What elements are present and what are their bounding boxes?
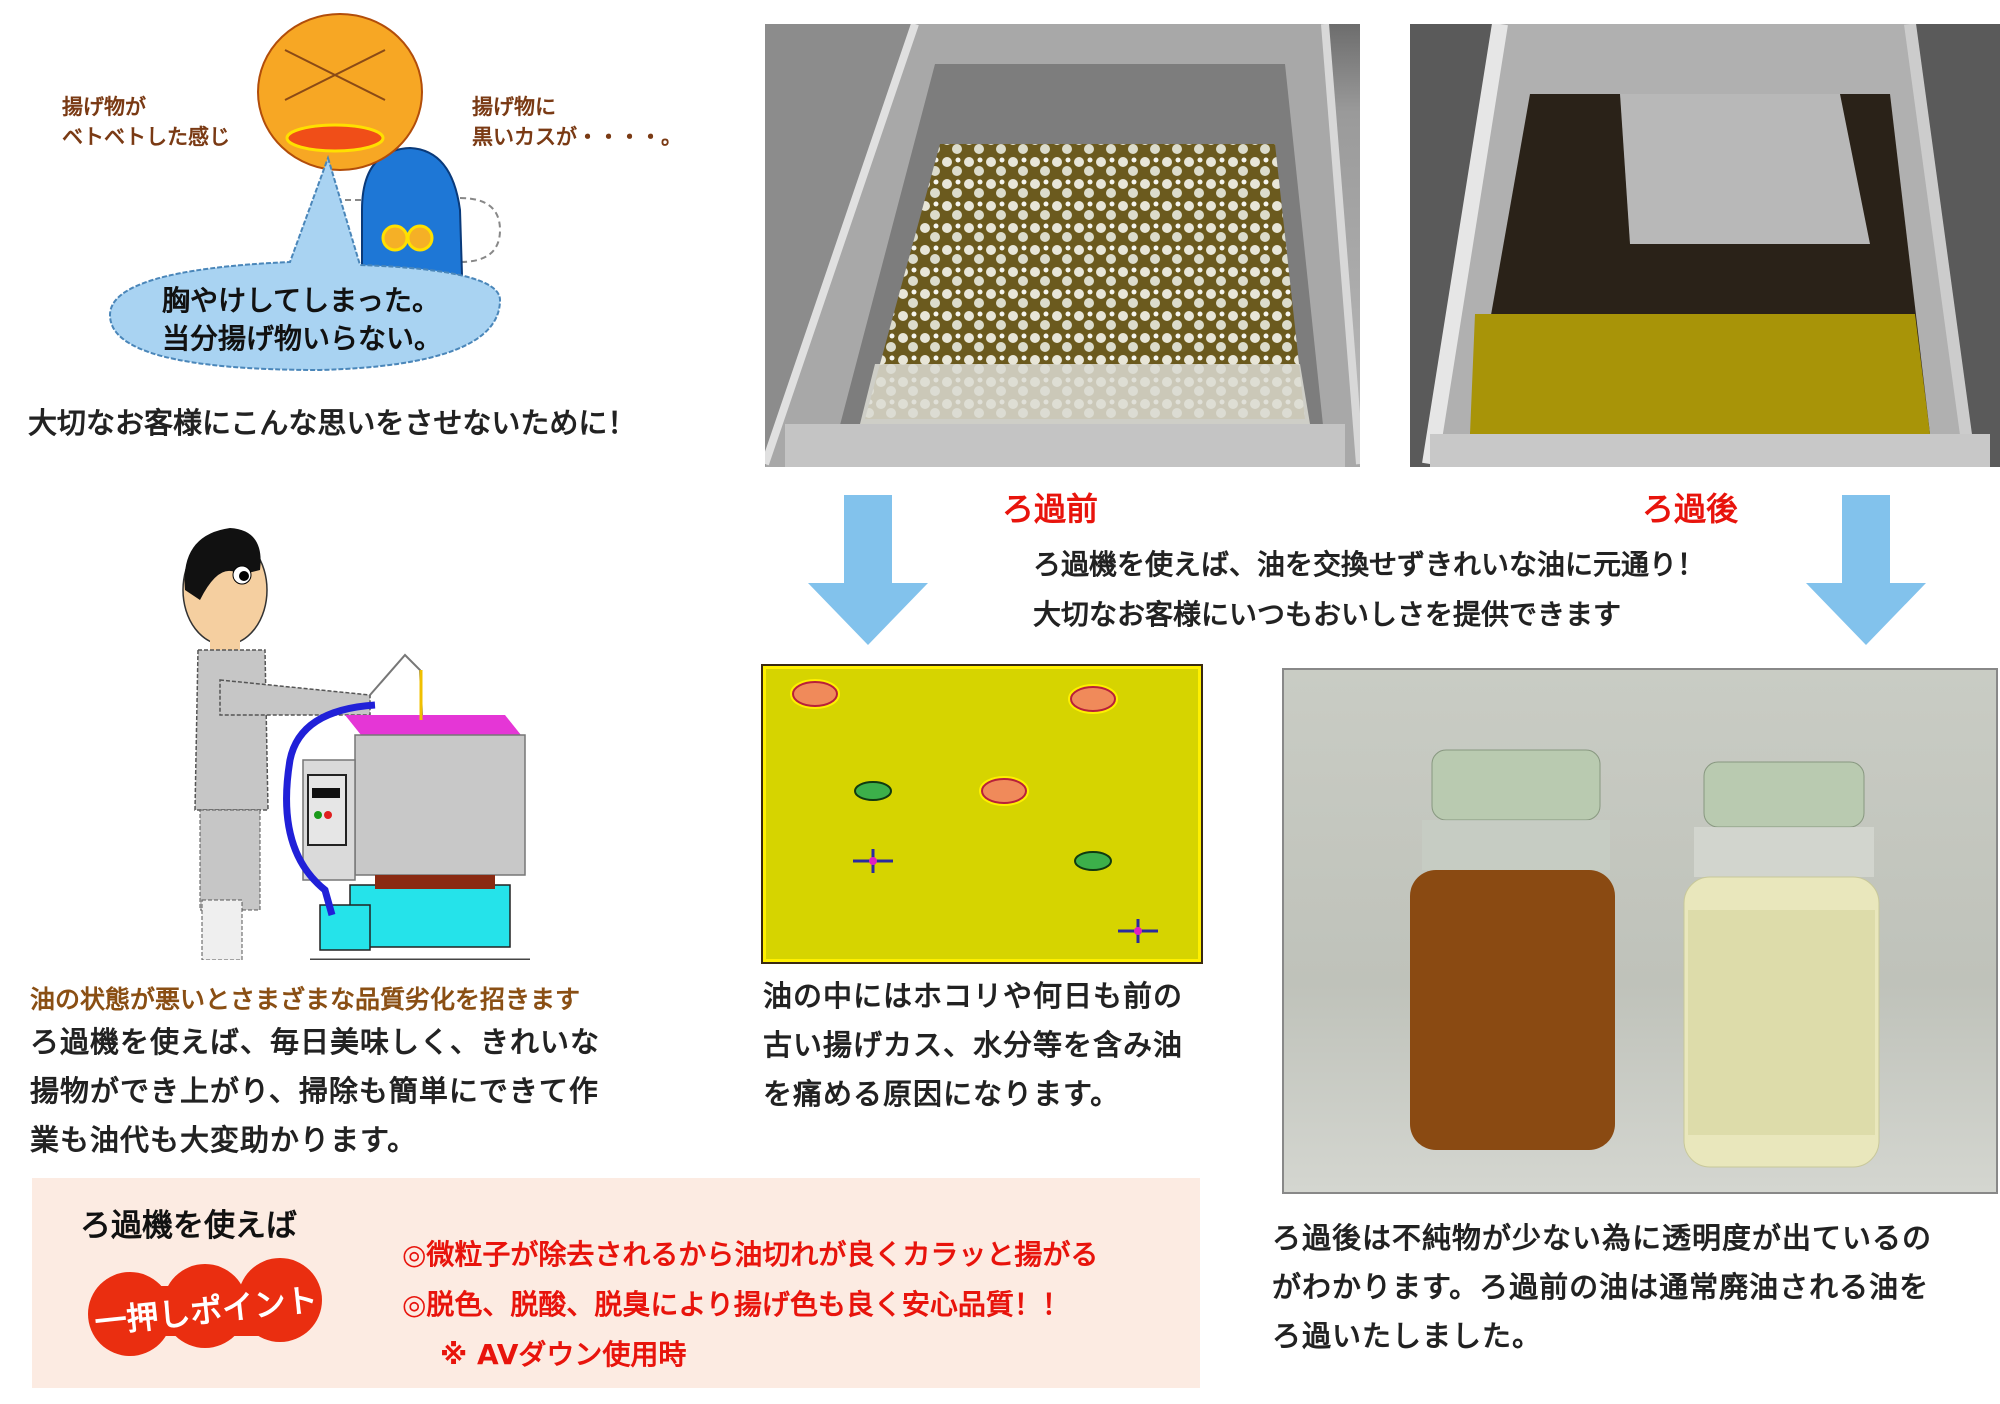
point-intro: ろ過機を使えば <box>80 1208 297 1244</box>
right-caption: 揚げ物に 黒いカスが・・・・。 <box>472 95 682 149</box>
jar-comparison-text: ろ過後は不純物が少ない為に透明度が出ているの がわかります。ろ過前の油は通常廃油… <box>1272 1221 1933 1353</box>
oil-jars-photo <box>1282 668 1998 1194</box>
operator-benefit-text: ろ過機を使えば、毎日美味しく、きれいな 揚物ができ上がり、掃除も簡単にできて作 … <box>30 1025 601 1157</box>
customer-headline: 大切なお客様にこんな思いをさせないために！ <box>28 406 637 440</box>
contaminant-particles <box>790 679 1158 943</box>
badge-circles-icon <box>88 1258 322 1356</box>
operator-illustration <box>160 520 550 962</box>
before-label: ろ過前 <box>1002 490 1099 528</box>
dirty-oil-fryer-image <box>765 24 1360 467</box>
point-list: ◎微粒子が除去されるから油切れが良くカラッと揚がる ◎脱色、脱酸、脱臭により揚げ… <box>402 1238 1099 1371</box>
oil-quality-subtitle: 油の状態が悪いとさまざまな品質劣化を招きます <box>30 985 581 1014</box>
down-arrow-left-icon <box>808 495 928 645</box>
oil-contaminant-text: 油の中にはホコリや何日も前の 古い揚げカス、水分等を含み油 を痛める原因になりま… <box>763 979 1184 1111</box>
before-after-oil-jars <box>1410 749 1880 1168</box>
speech-bubble-text: 胸やけしてしまった。 当分揚げ物いらない。 <box>162 284 443 355</box>
recommendation-box: ろ過機を使えば 一押しポイント ◎微粒子が除去されるから油切れが良くカラッと揚が… <box>32 1178 1200 1388</box>
clean-oil-fryer-image <box>1410 24 2000 467</box>
fryer-photo-before <box>765 24 1360 467</box>
operator-with-filter-machine <box>182 528 530 962</box>
fryer-photo-after <box>1410 24 2000 467</box>
sick-customer-illustration <box>108 13 502 372</box>
recommend-badge: 一押しポイント <box>70 1256 340 1356</box>
after-label: ろ過後 <box>1642 490 1739 528</box>
oil-contaminant-diagram <box>761 664 1203 964</box>
cartoon-customer: 揚げ物が ベトベトした感じ 揚げ物に 黒いカスが・・・・。 胸やけしてしまった。… <box>0 0 740 460</box>
down-arrow-right-icon <box>1806 495 1926 645</box>
filter-benefit-caption: ろ過機を使えば、油を交換せずきれいな油に元通り！ 大切なお客様にいつもおいしさを… <box>1033 548 1706 631</box>
left-caption: 揚げ物が ベトベトした感じ <box>62 95 230 149</box>
